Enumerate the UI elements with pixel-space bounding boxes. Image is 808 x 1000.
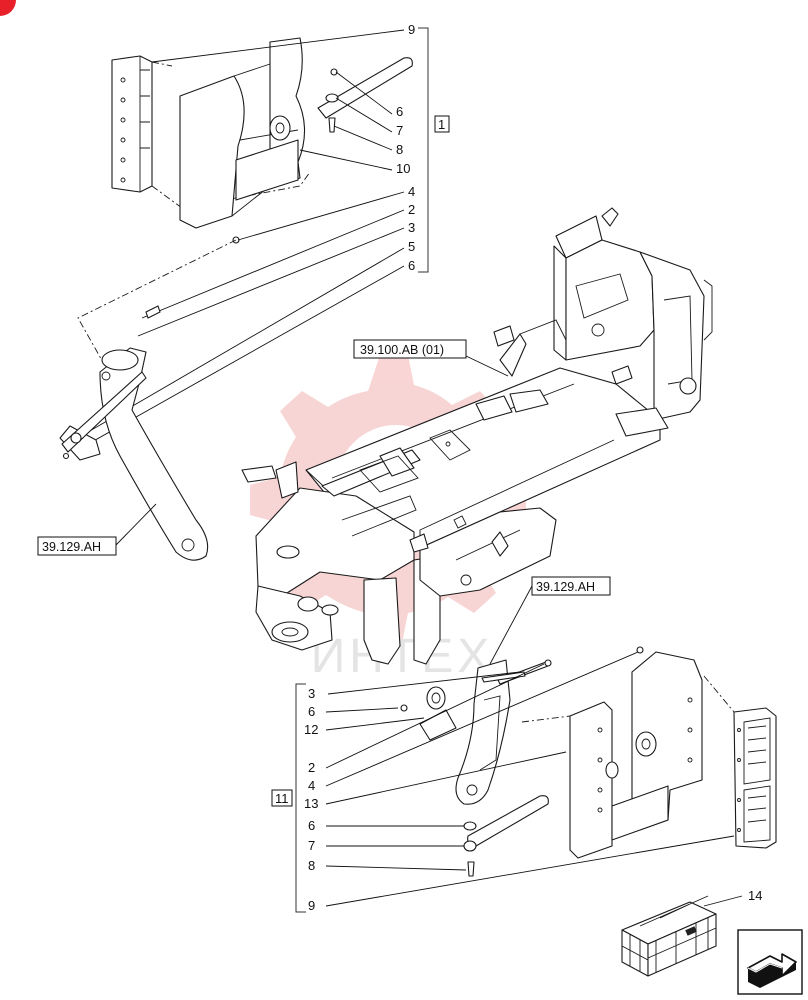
next-page-arrow-icon	[747, 953, 797, 988]
callout-bottom-9: 9	[308, 898, 315, 913]
callout-bottom-2: 2	[308, 760, 315, 775]
ref-box-left[interactable]: 39.129.AH	[37, 536, 117, 556]
svg-text:39.129.AH: 39.129.AH	[42, 540, 101, 554]
ref-right-leader	[489, 585, 533, 665]
top-leaders	[73, 29, 405, 453]
callout-top-6b: 6	[408, 258, 415, 273]
kit-box-icon	[621, 895, 717, 977]
callout-bottom-7: 7	[308, 838, 315, 853]
group-label-11: 11	[271, 789, 293, 807]
callout-top-2: 2	[408, 202, 415, 217]
bottom-leaders	[325, 651, 735, 907]
svg-text:11: 11	[275, 791, 289, 806]
kit-leader	[703, 895, 743, 907]
callout-top-4: 4	[408, 184, 415, 199]
callout-top-9: 9	[408, 22, 415, 37]
svg-text:39.100.AB (01): 39.100.AB (01)	[360, 343, 444, 357]
callout-top-6: 6	[396, 104, 403, 119]
callout-bottom-6: 6	[308, 704, 315, 719]
ref-top-leader	[465, 355, 509, 377]
top-callouts: 9 6 7 8 10 4 2 3 5 6	[396, 22, 415, 273]
watermark-text: ИНТЕХ	[311, 630, 494, 683]
main-frame	[241, 207, 713, 665]
callout-top-5: 5	[408, 239, 415, 254]
top-bracket-assembly	[111, 27, 429, 273]
bottom-bracket-assembly	[295, 646, 777, 913]
callout-bottom-13: 13	[304, 796, 318, 811]
group-label-1: 1	[434, 115, 450, 133]
ref-box-top[interactable]: 39.100.AB (01)	[353, 339, 467, 359]
callout-top-8: 8	[396, 142, 403, 157]
callout-bottom-6b: 6	[308, 818, 315, 833]
next-page-button[interactable]	[737, 929, 803, 995]
callout-bottom-4: 4	[308, 778, 315, 793]
left-arm	[59, 239, 237, 561]
callout-bottom-3: 3	[308, 686, 315, 701]
callout-top-3: 3	[408, 220, 415, 235]
callout-bottom-8: 8	[308, 858, 315, 873]
ref-box-right[interactable]: 39.129.AH	[531, 576, 611, 596]
callout-top-7: 7	[396, 123, 403, 138]
corner-mark	[0, 0, 16, 16]
callout-bottom-12: 12	[304, 722, 318, 737]
svg-text:39.129.AH: 39.129.AH	[536, 580, 595, 594]
callout-kit-14: 14	[748, 888, 762, 903]
callout-top-10: 10	[396, 161, 410, 176]
ref-left-leader	[115, 503, 157, 546]
bottom-callouts: 3 6 12 2 4 13 6 7 8 9	[304, 686, 318, 913]
svg-text:1: 1	[438, 117, 445, 132]
